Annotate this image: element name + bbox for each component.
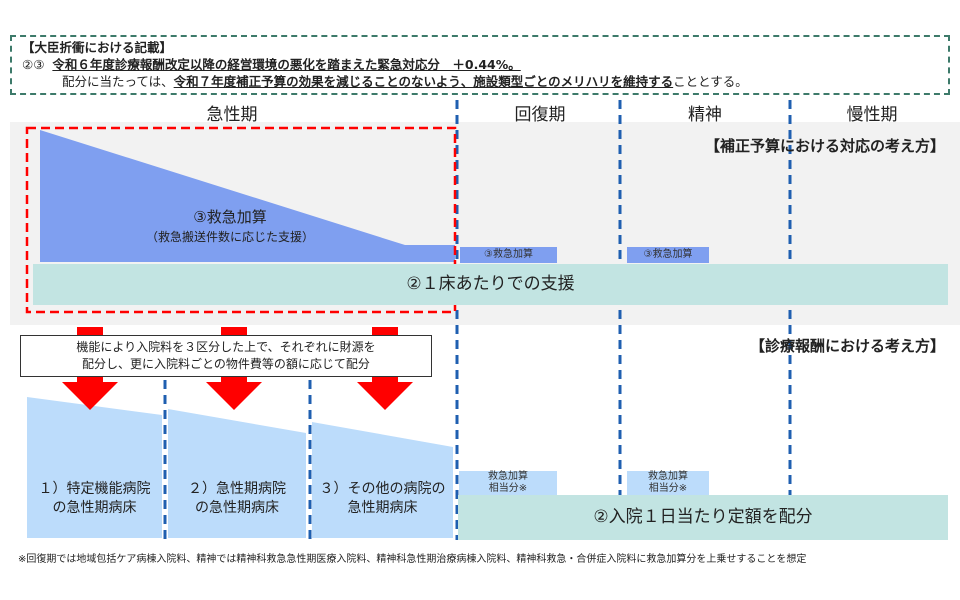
small-emergency-box: ③救急加算 <box>627 247 709 263</box>
cat2-shape <box>168 409 306 538</box>
lower-section-title: 【診療報酬における考え方】 <box>749 337 945 355</box>
allocation-method-box: 機能により入院料を３区分した上で、それぞれに財源を 配分し、更に入院料ごとの物件… <box>20 335 432 377</box>
small-emergency-box: ③救急加算 <box>460 247 557 263</box>
note-title: 【大臣折衝における記載】 <box>22 40 173 55</box>
column-recovery: 回復期 <box>514 105 566 125</box>
emergency-equivalent-box: 救急加算相当分※ <box>459 471 557 495</box>
note-line2-b: 令和７年度補正予算の効果を減じることのないよう、施設類型ごとのメリハリを維持する <box>173 74 674 89</box>
footnote: ※回復期では地域包括ケア病棟入院料、精神では精神科救急急性期医療入院料、精神科急… <box>18 554 807 565</box>
note-prefix: ②③ <box>22 57 45 72</box>
column-acute: 急性期 <box>206 105 258 125</box>
cat3-label: ３）その他の病院の急性期病床 <box>319 481 446 516</box>
note-line2-a: 配分に当たっては、 <box>62 74 174 89</box>
column-chronic: 慢性期 <box>846 105 898 125</box>
box-line2: 配分し、更に入院料ごとの物件費等の額に応じて配分 <box>82 357 370 371</box>
box-line1: 機能により入院料を３区分した上で、それぞれに財源を <box>76 340 376 354</box>
acute-highlight-box <box>25 126 457 314</box>
ministerial-note-box: 【大臣折衝における記載】 ②③ 令和６年度診療報酬改定以降の経営環境の悪化を踏ま… <box>10 35 950 95</box>
column-psychiatric: 精神 <box>688 105 722 125</box>
upper-section-title: 【補正予算における対応の考え方】 <box>704 137 945 155</box>
per-bed-support-bar: ②１床あたりでの支援 <box>33 264 948 305</box>
note-line1: 令和６年度診療報酬改定以降の経営環境の悪化を踏まえた緊急対応分 ＋0.44%。 <box>52 57 521 72</box>
triangle-sublabel: （救急搬送件数に応じた支援） <box>145 230 314 244</box>
cat1-label: １）特定機能病院の急性期病床 <box>38 481 151 516</box>
cat3-shape <box>312 422 453 538</box>
daily-fixed-amount-bar: ②入院１日当たり定額を配分 <box>458 495 948 540</box>
emergency-equivalent-box: 救急加算相当分※ <box>627 471 709 495</box>
triangle-label: ③救急加算 <box>193 208 267 226</box>
cat1-shape <box>27 397 162 538</box>
note-line2-c: こととする。 <box>673 74 748 89</box>
emergency-addition-triangle <box>40 130 455 262</box>
cat2-label: ２）急性期病院の急性期病床 <box>188 481 286 516</box>
